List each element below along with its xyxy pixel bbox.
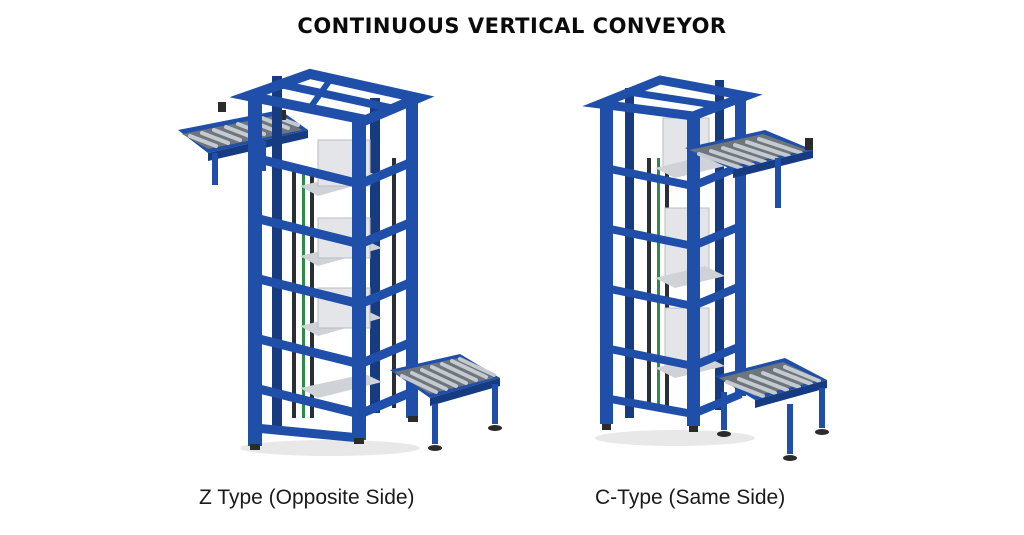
input-roller-conveyor — [178, 102, 308, 185]
c-type-caption: C-Type (Same Side) — [595, 486, 786, 509]
c-type-conveyor-drawing — [582, 75, 829, 461]
z-type-conveyor-illustration — [160, 58, 590, 468]
input-roller-conveyor — [685, 130, 813, 208]
c-type-conveyor-illustration — [565, 58, 995, 468]
vertical-tower-frame — [229, 68, 435, 450]
vertical-tower-frame — [582, 75, 763, 432]
output-roller-conveyor — [715, 358, 829, 461]
page-title: CONTINUOUS VERTICAL CONVEYOR — [297, 14, 727, 38]
z-type-caption: Z Type (Opposite Side) — [199, 486, 415, 509]
z-type-conveyor-drawing — [178, 68, 502, 456]
output-roller-conveyor — [390, 354, 502, 451]
